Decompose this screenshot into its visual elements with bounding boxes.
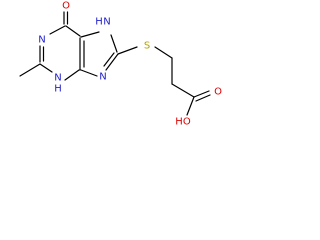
bond-s-ch2 [154,46,173,59]
bond-c5-c6 [65,25,81,37]
bond-n3-c4 [64,69,80,81]
atom-label-layer: O N N H H N N S O HO [38,1,222,128]
bond-c2-methyl [19,63,41,77]
chemical-structure-diagram: O N N H H N N S O HO [19,1,222,128]
atom-n9: N [99,72,106,83]
atom-n3: N [54,73,61,84]
atom-sulfur: S [144,41,150,52]
bond-layer [19,11,211,116]
atom-h3: H [54,84,62,95]
atom-carbonyl-oxygen: O [62,1,70,12]
atom-hydroxyl: HO [175,117,191,128]
bond-c8-s [117,46,138,55]
atom-acid-oxygen: O [214,87,222,98]
atom-n7: N [103,17,110,28]
bond-n7-c8 [110,34,118,53]
bond-c2-n3 [39,63,53,73]
bond-c-o [193,90,210,98]
atom-h7: H [95,17,103,28]
bond-c8-n9-second [103,52,115,67]
bond-c-o-second [195,94,211,102]
atom-n1: N [38,35,45,46]
bond-c-oh [186,96,195,116]
bond-c6-n1 [49,25,66,35]
bond-c8-n9 [105,53,119,71]
bond-ch2-cooh [171,83,195,98]
bond-n9-c4 [80,69,98,77]
bond-c5-n7 [80,31,100,38]
